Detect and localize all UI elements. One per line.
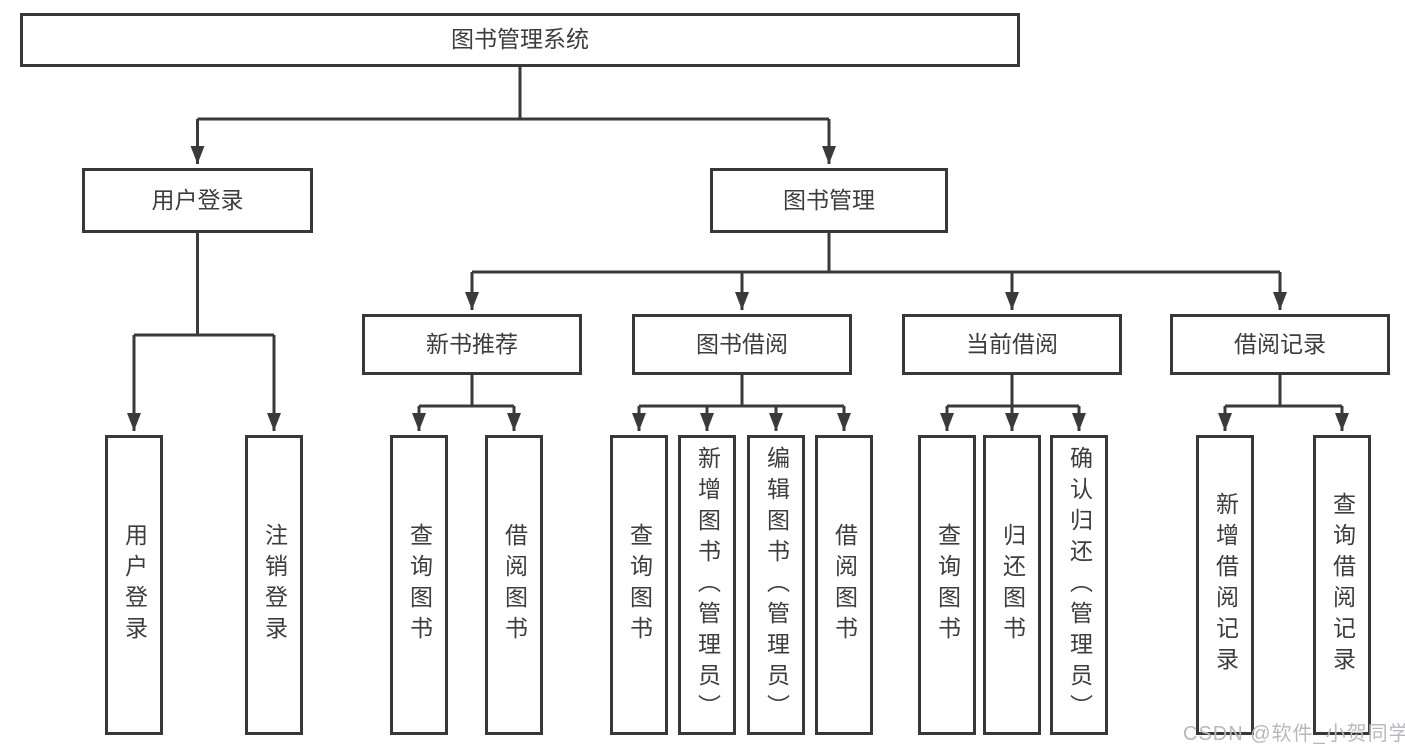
leaf-confirm-return-admin: 确认归还（管理员） bbox=[1050, 435, 1108, 735]
leaf-return-book-label: 归还图书 bbox=[999, 523, 1026, 647]
leaf-add-book-admin-label: 新增图书（管理员） bbox=[694, 445, 721, 725]
leaf-user-login: 用户登录 bbox=[105, 435, 163, 735]
leaf-borrow-books-recommend: 借阅图书 bbox=[485, 435, 543, 735]
leaf-add-borrow-record: 新增借阅记录 bbox=[1196, 435, 1254, 735]
leaf-add-borrow-record-label: 新增借阅记录 bbox=[1212, 492, 1239, 678]
leaf-query-books-current: 查询图书 bbox=[918, 435, 976, 735]
node-borrow-records-label: 借阅记录 bbox=[1234, 330, 1326, 357]
leaf-borrow-books-label: 借阅图书 bbox=[831, 523, 858, 647]
node-user-login: 用户登录 bbox=[82, 168, 313, 233]
leaf-query-books-recommend-label: 查询图书 bbox=[406, 523, 433, 647]
leaf-edit-book-admin-label: 编辑图书（管理员） bbox=[763, 445, 790, 725]
node-new-book-recommend: 新书推荐 bbox=[362, 314, 582, 375]
node-root: 图书管理系统 bbox=[20, 13, 1020, 67]
leaf-return-book: 归还图书 bbox=[983, 435, 1041, 735]
node-current-borrow-label: 当前借阅 bbox=[966, 330, 1058, 357]
node-root-label: 图书管理系统 bbox=[451, 26, 589, 53]
leaf-query-books-borrow: 查询图书 bbox=[610, 435, 668, 735]
leaf-query-books-current-label: 查询图书 bbox=[934, 523, 961, 647]
leaf-query-borrow-record: 查询借阅记录 bbox=[1313, 435, 1371, 735]
leaf-confirm-return-admin-label: 确认归还（管理员） bbox=[1066, 445, 1093, 725]
leaf-query-books-recommend: 查询图书 bbox=[390, 435, 448, 735]
watermark: CSDN @软件_小贺同学 bbox=[1183, 723, 1405, 745]
leaf-logout: 注销登录 bbox=[245, 435, 303, 735]
node-borrow-records: 借阅记录 bbox=[1170, 314, 1390, 375]
leaf-edit-book-admin: 编辑图书（管理员） bbox=[747, 435, 805, 735]
node-book-borrow: 图书借阅 bbox=[632, 314, 852, 375]
node-book-borrow-label: 图书借阅 bbox=[696, 330, 788, 357]
leaf-user-login-label: 用户登录 bbox=[121, 523, 148, 647]
leaf-query-books-borrow-label: 查询图书 bbox=[626, 523, 653, 647]
leaf-borrow-books-recommend-label: 借阅图书 bbox=[501, 523, 528, 647]
leaf-query-borrow-record-label: 查询借阅记录 bbox=[1329, 492, 1356, 678]
leaf-add-book-admin: 新增图书（管理员） bbox=[678, 435, 736, 735]
leaf-borrow-books: 借阅图书 bbox=[815, 435, 873, 735]
node-new-book-recommend-label: 新书推荐 bbox=[426, 330, 518, 357]
node-book-management-label: 图书管理 bbox=[783, 186, 875, 213]
node-current-borrow: 当前借阅 bbox=[902, 314, 1122, 375]
node-book-management: 图书管理 bbox=[710, 168, 948, 233]
leaf-logout-label: 注销登录 bbox=[261, 523, 288, 647]
node-user-login-label: 用户登录 bbox=[151, 186, 244, 213]
